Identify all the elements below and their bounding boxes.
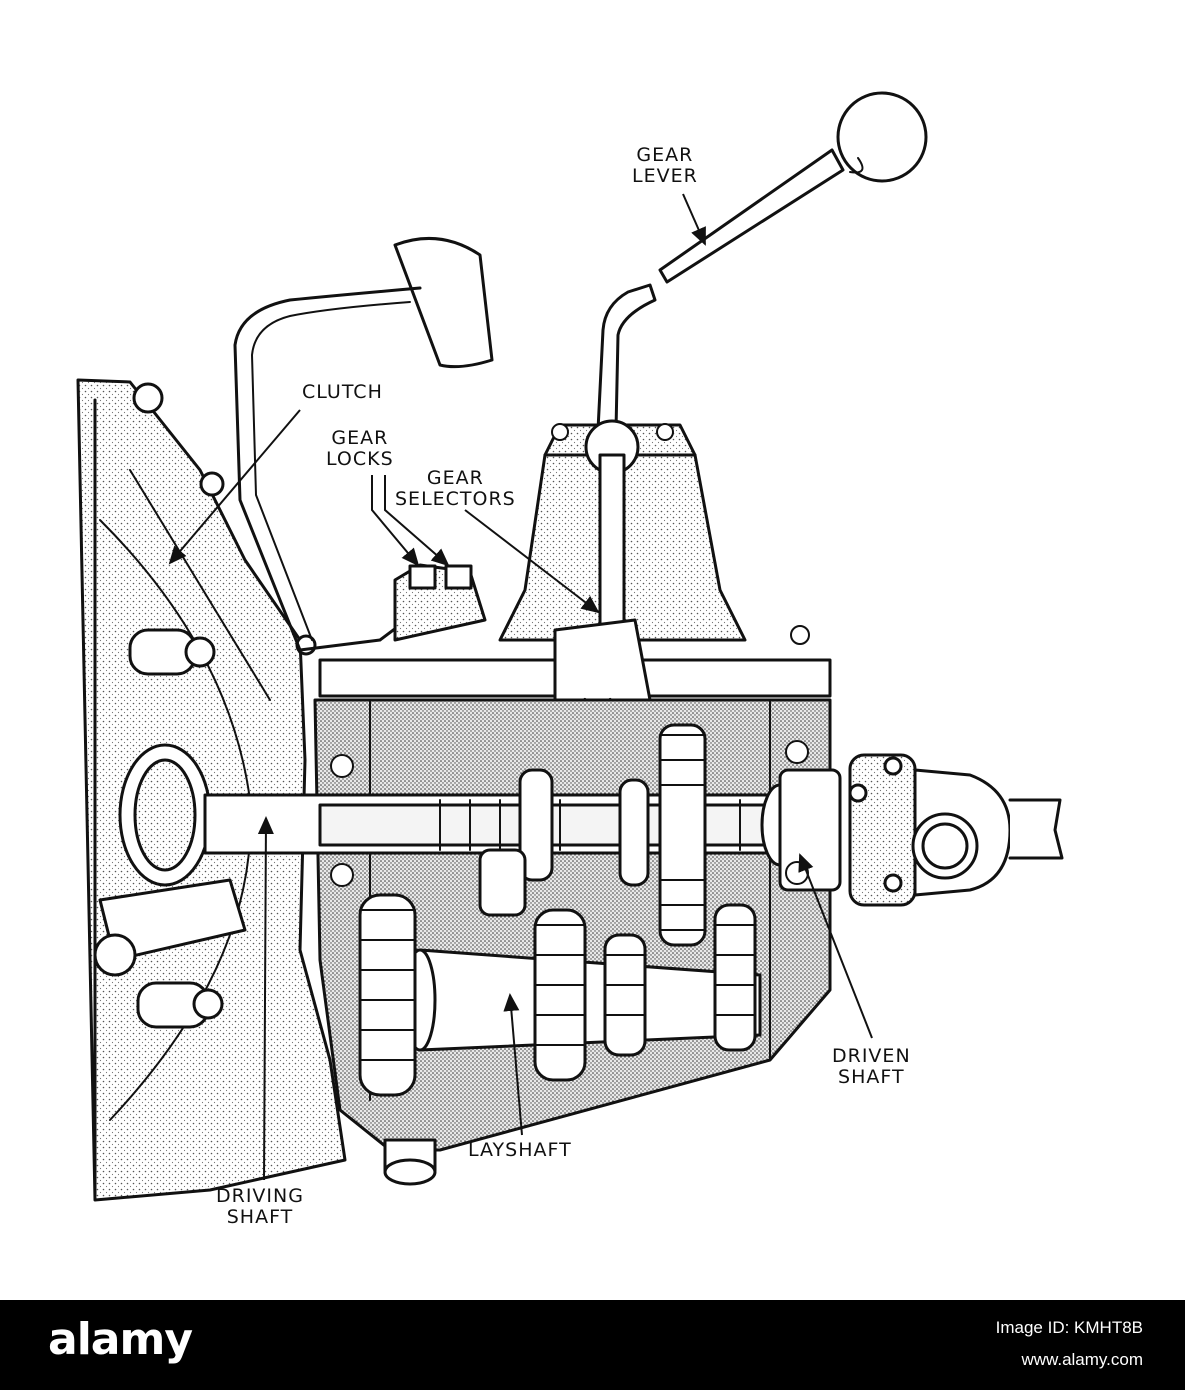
gear-selectors-label-line1: GEAR (426, 467, 484, 489)
driven-shaft-label: DRIVEN SHAFT (832, 1046, 911, 1088)
selector-rod (318, 618, 832, 882)
gearbox-diagram: GEAR LEVER CLUTCH GEAR LOCKS GEAR SELECT… (76, 91, 1064, 1228)
casing-bolts (330, 423, 810, 887)
leader-gear-locks-1 (371, 475, 420, 567)
leader-driven-shaft (798, 853, 873, 1039)
gear-lever-label: GEAR LEVER (632, 145, 698, 187)
clutch-pedal (233, 236, 494, 652)
gear-locks-label-line1: GEAR (331, 427, 389, 449)
watermark-bar: alamy Image ID: KMHT8B www.alamy.com (0, 1300, 1185, 1390)
layshaft-assembly (358, 848, 762, 1097)
bell-housing (76, 378, 347, 1202)
clutch-label-text: CLUTCH (302, 381, 383, 403)
layshaft-label: LAYSHAFT (468, 1140, 572, 1161)
leader-gear-locks-2 (384, 475, 450, 567)
watermark-brand: alamy (48, 1314, 193, 1365)
gear-lever-label-line2: LEVER (632, 165, 698, 187)
gear-locks-label: GEAR LOCKS (326, 428, 394, 470)
gear-selectors-label-line2: SELECTORS (395, 488, 516, 510)
universal-joint (778, 753, 1064, 907)
clutch-label: CLUTCH (302, 382, 383, 403)
layshaft-label-text: LAYSHAFT (468, 1139, 572, 1161)
gearbox-illustration (76, 91, 1064, 1202)
mainshaft-gears (518, 723, 707, 947)
driving-shaft-label: DRIVING SHAFT (216, 1186, 304, 1228)
driven-shaft-label-line1: DRIVEN (832, 1045, 911, 1067)
gear-selectors-label: GEAR SELECTORS (395, 468, 516, 510)
leader-layshaft (503, 993, 523, 1136)
gearbox-cover (393, 419, 747, 642)
leader-clutch (168, 409, 301, 565)
driving-shaft-label-line2: SHAFT (226, 1206, 294, 1228)
drain-plug (383, 1138, 437, 1186)
leader-gear-selectors (464, 509, 600, 614)
watermark-url: www.alamy.com (1021, 1350, 1143, 1369)
driving-shaft-label-line1: DRIVING (216, 1185, 304, 1207)
driven-shaft-label-line2: SHAFT (838, 1066, 905, 1088)
gear-lever-label-line1: GEAR (636, 144, 694, 166)
gear-locks-label-line2: LOCKS (326, 448, 394, 470)
leader-driving-shaft (257, 816, 274, 1181)
watermark-image-id: Image ID: KMHT8B (995, 1318, 1143, 1337)
leader-gear-lever (682, 193, 706, 246)
